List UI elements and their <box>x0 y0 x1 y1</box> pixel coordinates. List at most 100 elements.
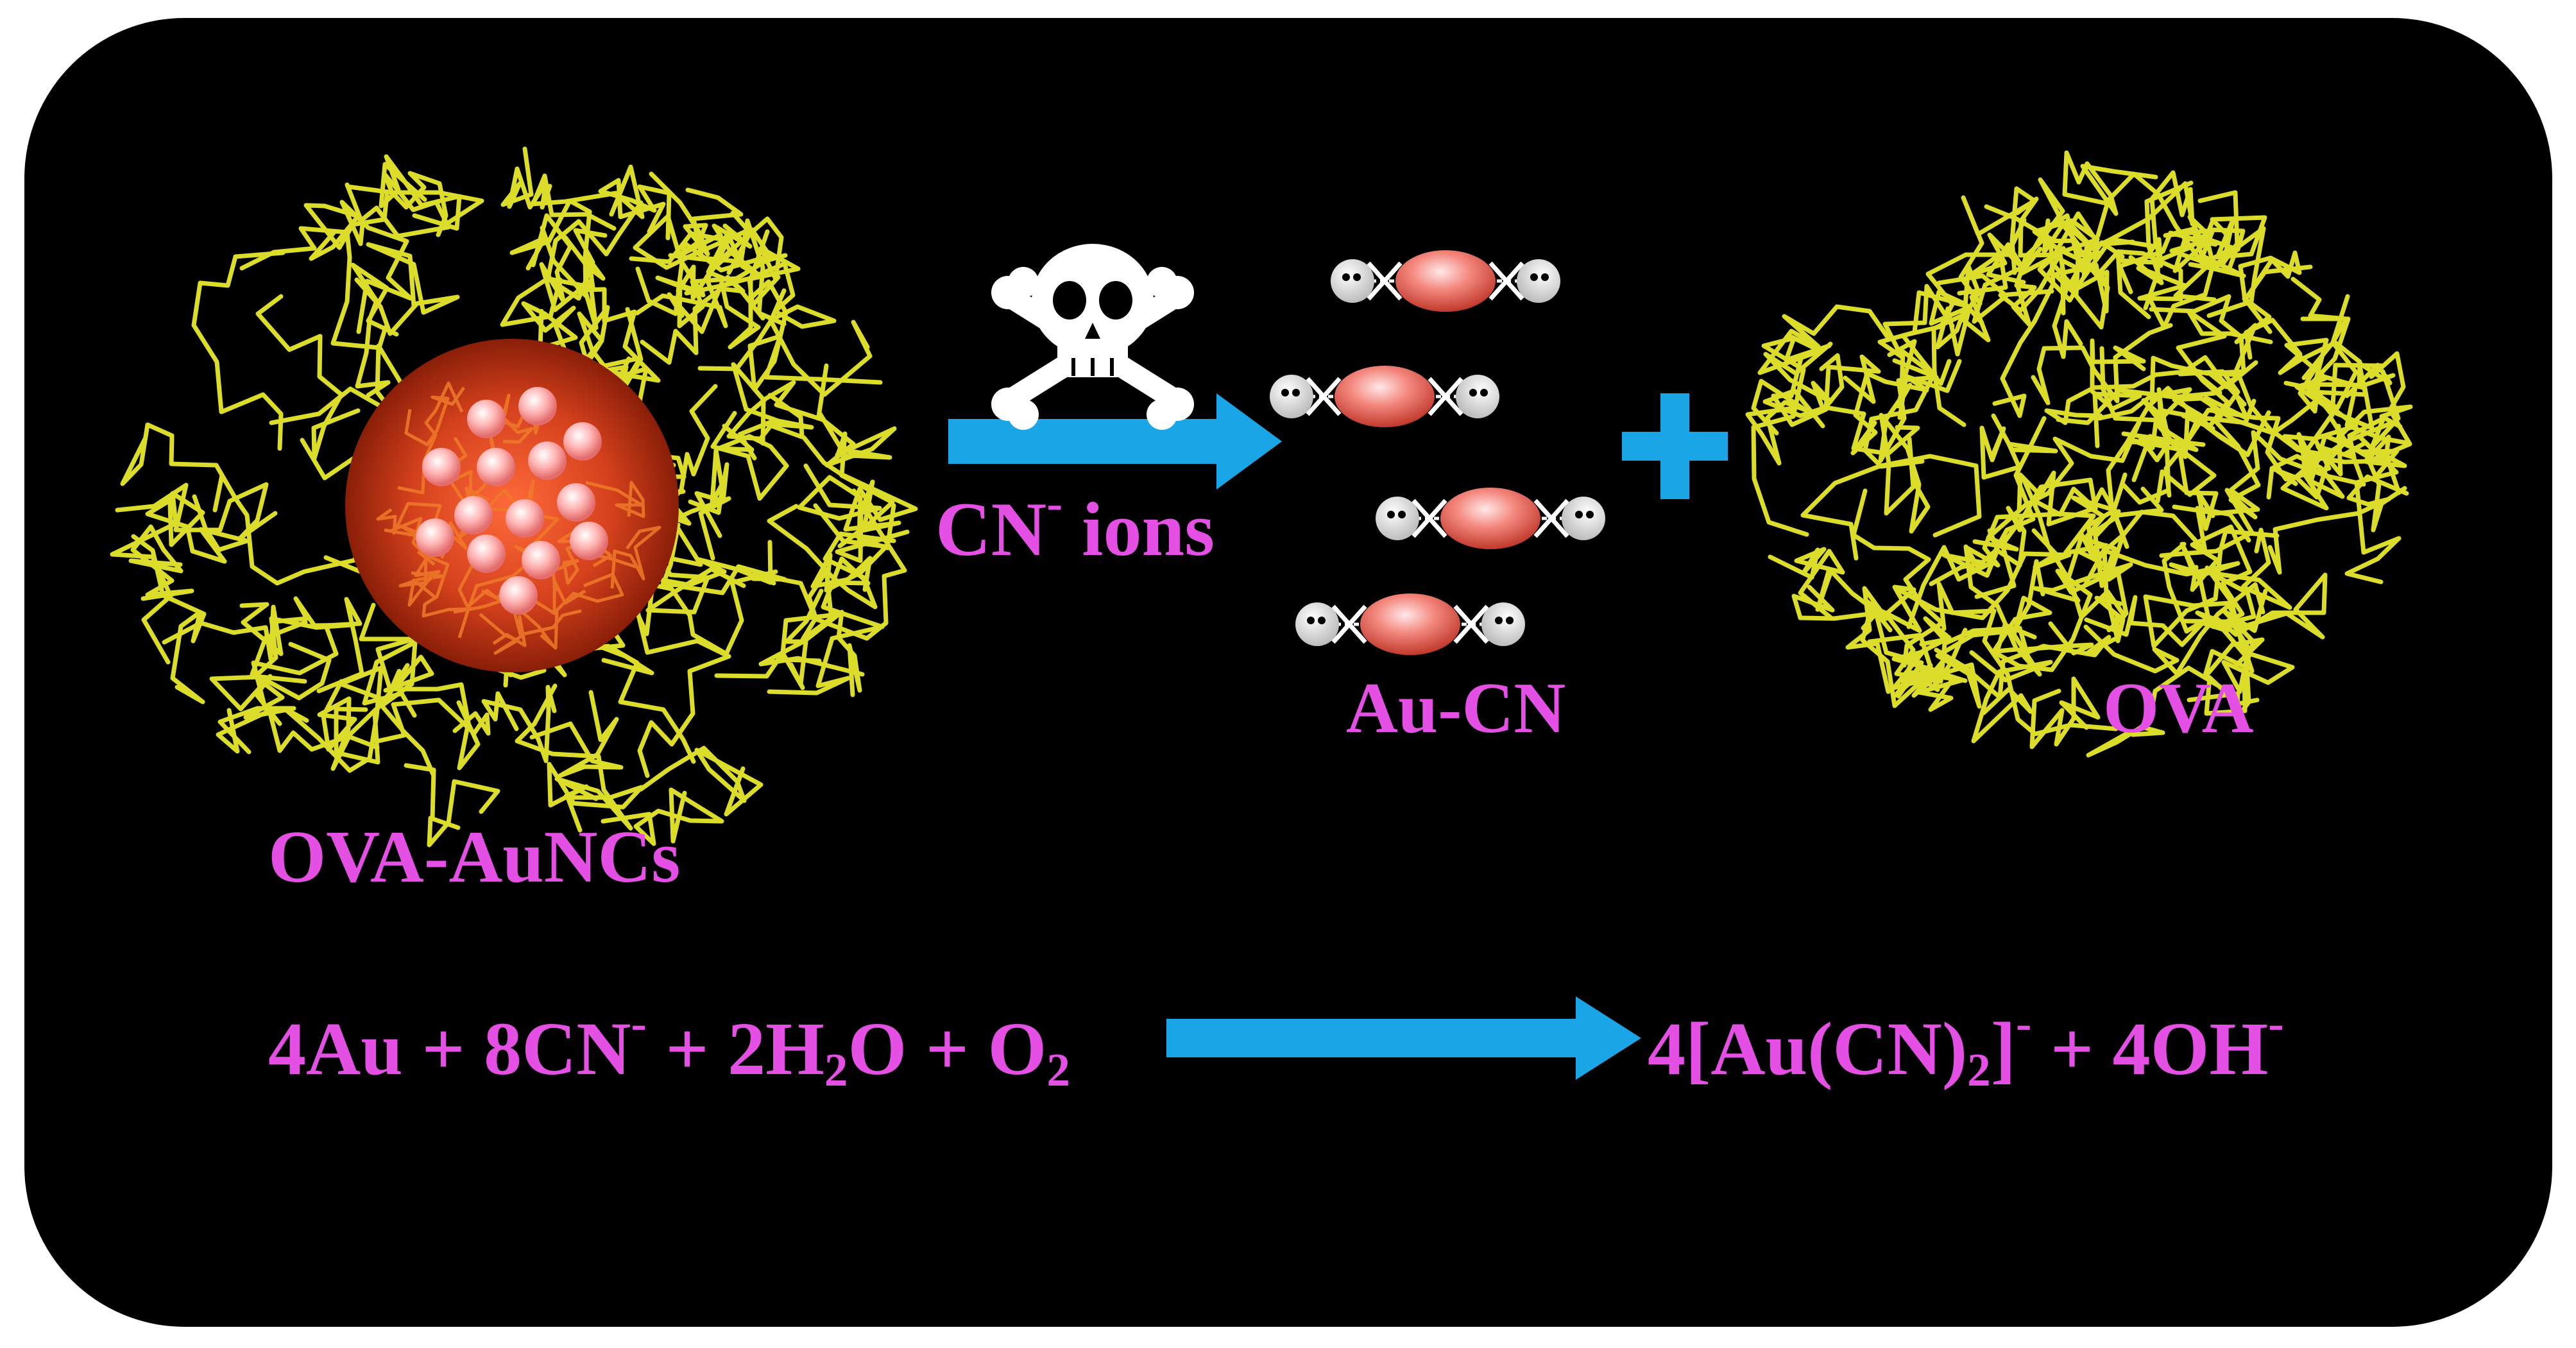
plus-icon <box>1622 393 1728 499</box>
ova-protein-structure <box>1745 150 2413 758</box>
protein-strand <box>1936 581 2119 737</box>
protein-strand <box>162 602 284 661</box>
gold-atom <box>570 522 608 560</box>
equation-reactants: 4Au + 8CN- + 2H2O + O2 <box>268 997 1070 1096</box>
protein-strand <box>635 607 731 778</box>
protein-strand <box>2029 676 2101 749</box>
au-cn-complexes <box>1270 250 1605 655</box>
protein-strand <box>404 763 500 848</box>
cyanide-skull-icon <box>1331 259 1403 303</box>
protein-strand <box>2162 542 2211 634</box>
protein-strand <box>601 787 724 846</box>
protein-strand <box>453 550 502 614</box>
protein-strand <box>2108 170 2195 249</box>
protein-strand <box>576 287 661 398</box>
protein-strand <box>1936 213 2099 324</box>
protein-strand <box>2032 211 2135 282</box>
protein-strand <box>2115 249 2187 320</box>
protein-strand <box>1979 413 2058 480</box>
skull-crossbones-icon <box>991 244 1194 430</box>
cyanide-skull-icon <box>1376 497 1447 540</box>
protein-strand <box>816 363 897 468</box>
cyanide-skull-icon <box>1295 602 1367 646</box>
cyanide-skull-icon <box>1428 375 1499 418</box>
protein-strand <box>2015 196 2083 359</box>
cyanide-skull-icon <box>1488 259 1560 303</box>
protein-strand <box>375 697 491 744</box>
protein-strand <box>120 422 237 513</box>
gold-atom <box>454 496 493 534</box>
protein-strand <box>1791 584 1922 633</box>
protein-strand <box>2056 360 2258 425</box>
protein-strand <box>2234 296 2320 436</box>
protein-strand <box>1984 204 2056 418</box>
protein-strand <box>1867 633 1965 712</box>
protein-strand <box>2084 595 2240 647</box>
protein-strand <box>2086 665 2224 758</box>
protein-strand <box>610 525 661 589</box>
protein-strand <box>442 432 499 504</box>
protein-strand <box>545 228 608 301</box>
scheme-panel: CN- ions Au-CN OVA OVA-AuNCs 4Au + 8CN- … <box>24 18 2552 1327</box>
protein-strand <box>1768 547 1845 621</box>
protein-strand <box>354 242 460 336</box>
protein-strand <box>806 488 907 641</box>
protein-strand <box>747 279 883 392</box>
protein-strand <box>635 253 788 328</box>
gold-atom <box>467 400 506 438</box>
protein-strand <box>303 192 389 261</box>
protein-strand <box>2143 529 2280 649</box>
protein-strand <box>417 550 473 618</box>
protein-strand <box>585 481 645 518</box>
protein-strand <box>2163 407 2332 498</box>
protein-strand <box>767 556 885 695</box>
protein-strand <box>2178 355 2249 421</box>
protein-strand <box>529 690 624 778</box>
protein-strand <box>397 381 464 495</box>
protein-strand <box>2335 404 2413 533</box>
protein-strand <box>676 227 772 301</box>
protein-strand <box>391 516 441 585</box>
au-cn-label: Au-CN <box>1346 669 1566 748</box>
protein-strand <box>1800 454 1982 561</box>
protein-strand <box>629 231 731 328</box>
protein-strand <box>577 307 644 398</box>
gold-cyanide-complex <box>1335 366 1435 427</box>
protein-strand <box>2244 318 2396 389</box>
protein-strand <box>2282 363 2385 483</box>
protein-strand <box>726 380 825 461</box>
gold-atom <box>422 448 461 486</box>
protein-strand <box>2290 277 2349 414</box>
protein-strand <box>2128 420 2217 504</box>
protein-strand <box>350 262 399 398</box>
protein-strand <box>1851 488 1945 668</box>
protein-strand <box>2017 470 2120 571</box>
protein-strand <box>2176 309 2273 456</box>
protein-strand <box>1815 567 1891 694</box>
ova-label: OVA <box>2103 669 2254 748</box>
equation-products: 4[Au(CN)2]- + 4OH- <box>1648 997 2284 1096</box>
gold-atom <box>518 387 557 425</box>
protein-strand <box>1861 611 1952 699</box>
protein-strand <box>547 762 644 833</box>
protein-strand <box>479 601 554 655</box>
protein-strand <box>2044 368 2222 425</box>
protein-strand <box>2208 527 2292 629</box>
protein-strand <box>1745 379 1808 466</box>
protein-strand <box>2083 582 2265 676</box>
protein-strand <box>255 294 361 461</box>
protein-strand <box>251 597 364 708</box>
protein-strand <box>688 448 729 538</box>
cyanide-skull-icon <box>1533 497 1605 540</box>
protein-strand <box>379 154 462 231</box>
gold-cyanide-complex <box>1395 250 1496 312</box>
reagent-label: CN- ions <box>935 477 1215 572</box>
protein-strand <box>768 304 873 397</box>
protein-strand <box>640 275 765 365</box>
protein-strand <box>282 665 402 773</box>
protein-strand <box>1929 289 1972 357</box>
protein-strand <box>1850 359 1962 456</box>
protein-strand <box>515 683 633 831</box>
protein-strand <box>2121 396 2332 458</box>
protein-strand <box>1906 416 2047 629</box>
